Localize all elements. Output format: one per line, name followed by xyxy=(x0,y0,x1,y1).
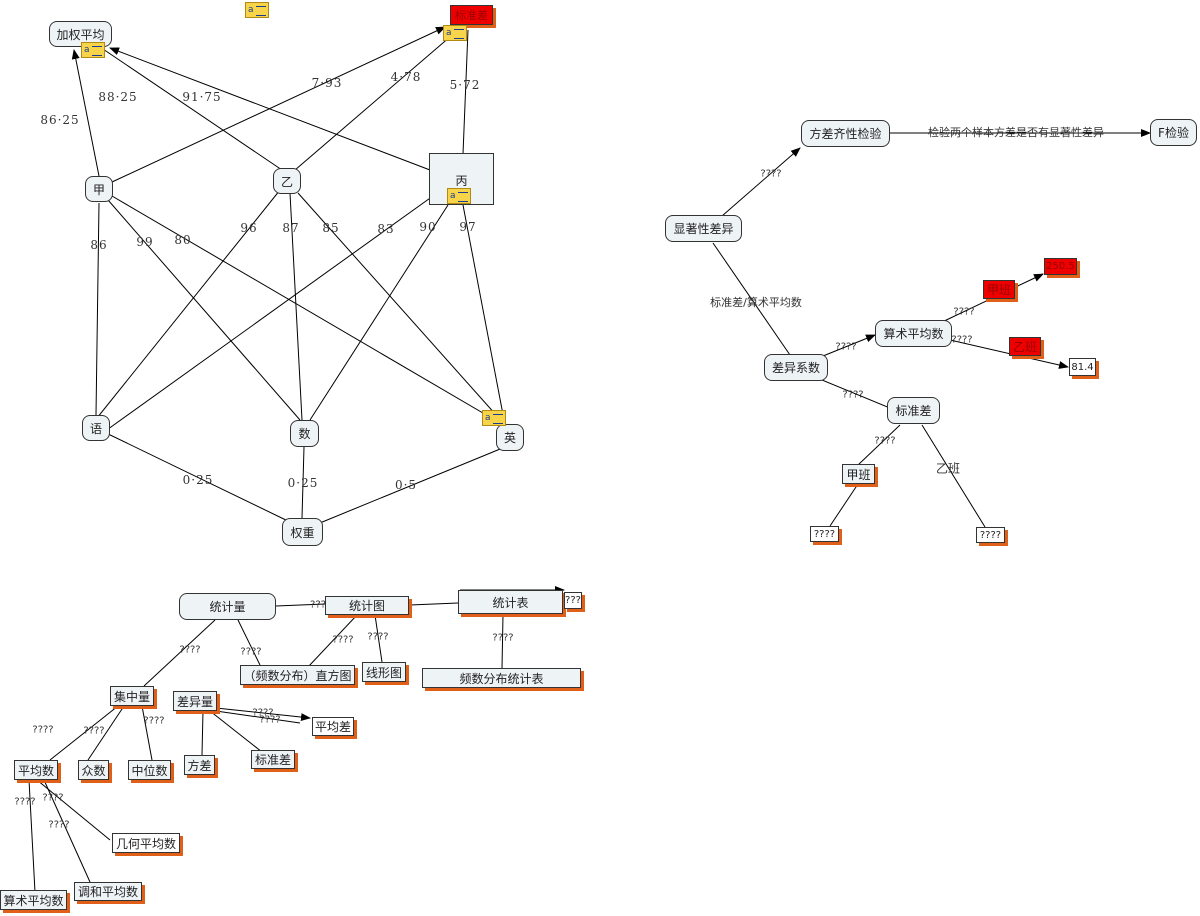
node-yu[interactable]: 语 xyxy=(82,415,110,441)
note-icon[interactable]: a xyxy=(443,25,467,41)
edge-label: ???? xyxy=(48,819,70,831)
edge-label-class-b: 乙班 xyxy=(935,461,961,476)
edge-label: 87 xyxy=(282,221,300,235)
node-class-a-red[interactable]: 甲班 xyxy=(983,280,1015,299)
node-arithmetic-mean-bottom[interactable]: 算术平均数 xyxy=(0,890,67,910)
edge-label: ???? xyxy=(367,631,389,643)
edge-label: 5·72 xyxy=(449,78,481,92)
edge-label: 检验两个样本方差是否有显著性差异 xyxy=(928,126,1104,139)
node-unknown-left[interactable]: ???? xyxy=(810,526,839,542)
node-unknown-right[interactable]: ???? xyxy=(976,527,1005,543)
node-variance[interactable]: 方差 xyxy=(184,755,215,775)
node-class-b-red[interactable]: 乙班 xyxy=(1009,337,1041,356)
node-histogram[interactable]: （频数分布）直方图 xyxy=(240,665,355,685)
node-value-250-5[interactable]: 250.5 xyxy=(1044,258,1077,275)
edge-label: 85 xyxy=(322,221,340,235)
node-harmonic-mean[interactable]: 调和平均数 xyxy=(74,882,142,901)
edge-label: ???? xyxy=(179,644,201,656)
node-central-tendency[interactable]: 集中量 xyxy=(110,686,154,706)
note-icon[interactable]: a xyxy=(81,42,105,58)
node-shu[interactable]: 数 xyxy=(290,420,319,447)
node-coefficient-of-variation[interactable]: 差异系数 xyxy=(764,354,828,381)
note-icon[interactable]: a xyxy=(482,410,506,426)
edge-label: ???? xyxy=(252,707,274,719)
edge-label: 标准差/算术平均数 xyxy=(710,296,802,309)
edge-label: ???? xyxy=(32,724,54,736)
note-icon[interactable]: a xyxy=(447,188,471,204)
edge-label: 90 xyxy=(419,220,437,234)
edge-label: 0·25 xyxy=(182,473,214,487)
edge-label: ???? xyxy=(240,646,262,658)
node-dispersion[interactable]: 差异量 xyxy=(173,691,217,711)
edge-label: 97 xyxy=(459,220,477,234)
edge-label: ???? xyxy=(259,714,281,726)
node-statistical-table[interactable]: 统计表 xyxy=(458,590,563,614)
node-standard-deviation-bottom[interactable]: 标准差 xyxy=(251,750,295,769)
edge-label: 88·25 xyxy=(98,90,138,104)
node-unknown-box[interactable]: ??? xyxy=(564,592,582,609)
node-ying[interactable]: 英 xyxy=(496,424,524,451)
node-standard-deviation-right[interactable]: 标准差 xyxy=(887,397,940,424)
node-f-test[interactable]: F检验 xyxy=(1150,119,1197,146)
node-median[interactable]: 中位数 xyxy=(128,760,171,780)
edge-label: ???? xyxy=(842,389,864,401)
node-geometric-mean[interactable]: 几何平均数 xyxy=(112,833,180,853)
node-jia[interactable]: 甲 xyxy=(85,176,113,202)
node-weighted-average[interactable]: 加权平均 xyxy=(49,21,112,47)
edge-label: ???? xyxy=(874,435,896,447)
edge-label: 0·25 xyxy=(287,476,319,490)
edge-label: 7·93 xyxy=(311,76,343,90)
node-mean-deviation[interactable]: 平均差 xyxy=(312,717,354,736)
note-icon[interactable]: a xyxy=(245,2,269,18)
node-statistic[interactable]: 统计量 xyxy=(179,593,276,620)
edge-label: ???? xyxy=(492,632,514,644)
edge-label: ???? xyxy=(143,715,165,727)
edge-label: 0·5 xyxy=(394,478,418,492)
node-yi[interactable]: 乙 xyxy=(273,168,301,194)
node-frequency-table[interactable]: 频数分布统计表 xyxy=(422,668,581,688)
node-mode[interactable]: 众数 xyxy=(78,760,109,780)
node-weights[interactable]: 权重 xyxy=(282,518,323,546)
edge-label: 86·25 xyxy=(40,113,80,127)
edge-label: ???? xyxy=(953,306,975,318)
edge-label: 91·75 xyxy=(182,90,222,104)
edge-label: ??? xyxy=(310,599,326,611)
edge-label: 4·78 xyxy=(390,70,422,84)
edge-label: 83 xyxy=(377,222,395,236)
node-arithmetic-mean-right[interactable]: 算术平均数 xyxy=(875,320,952,347)
edge-label: 86 xyxy=(90,238,108,252)
edge-label: 99 xyxy=(136,235,154,249)
node-standard-deviation-top[interactable]: 标准差 xyxy=(450,5,493,25)
node-line-chart[interactable]: 线形图 xyxy=(362,662,406,682)
edge-label: ???? xyxy=(332,634,354,646)
edge-label: ???? xyxy=(83,725,105,737)
edge-label: ???? xyxy=(42,792,64,804)
node-value-81-4[interactable]: 81.4 xyxy=(1069,358,1096,376)
node-statistical-chart[interactable]: 统计图 xyxy=(325,596,409,615)
edge-label: ???? xyxy=(835,341,857,353)
node-significant-difference[interactable]: 显著性差异 xyxy=(665,215,742,242)
edge-label: 96 xyxy=(240,221,258,235)
edge-label: 80 xyxy=(174,233,192,247)
node-average[interactable]: 平均数 xyxy=(14,760,58,780)
edge-label: ???? xyxy=(760,168,782,180)
edge-label: ???? xyxy=(951,334,973,346)
edge-label: ???? xyxy=(14,796,36,808)
node-class-a[interactable]: 甲班 xyxy=(842,464,875,484)
node-variance-homogeneity-test[interactable]: 方差齐性检验 xyxy=(801,120,890,147)
